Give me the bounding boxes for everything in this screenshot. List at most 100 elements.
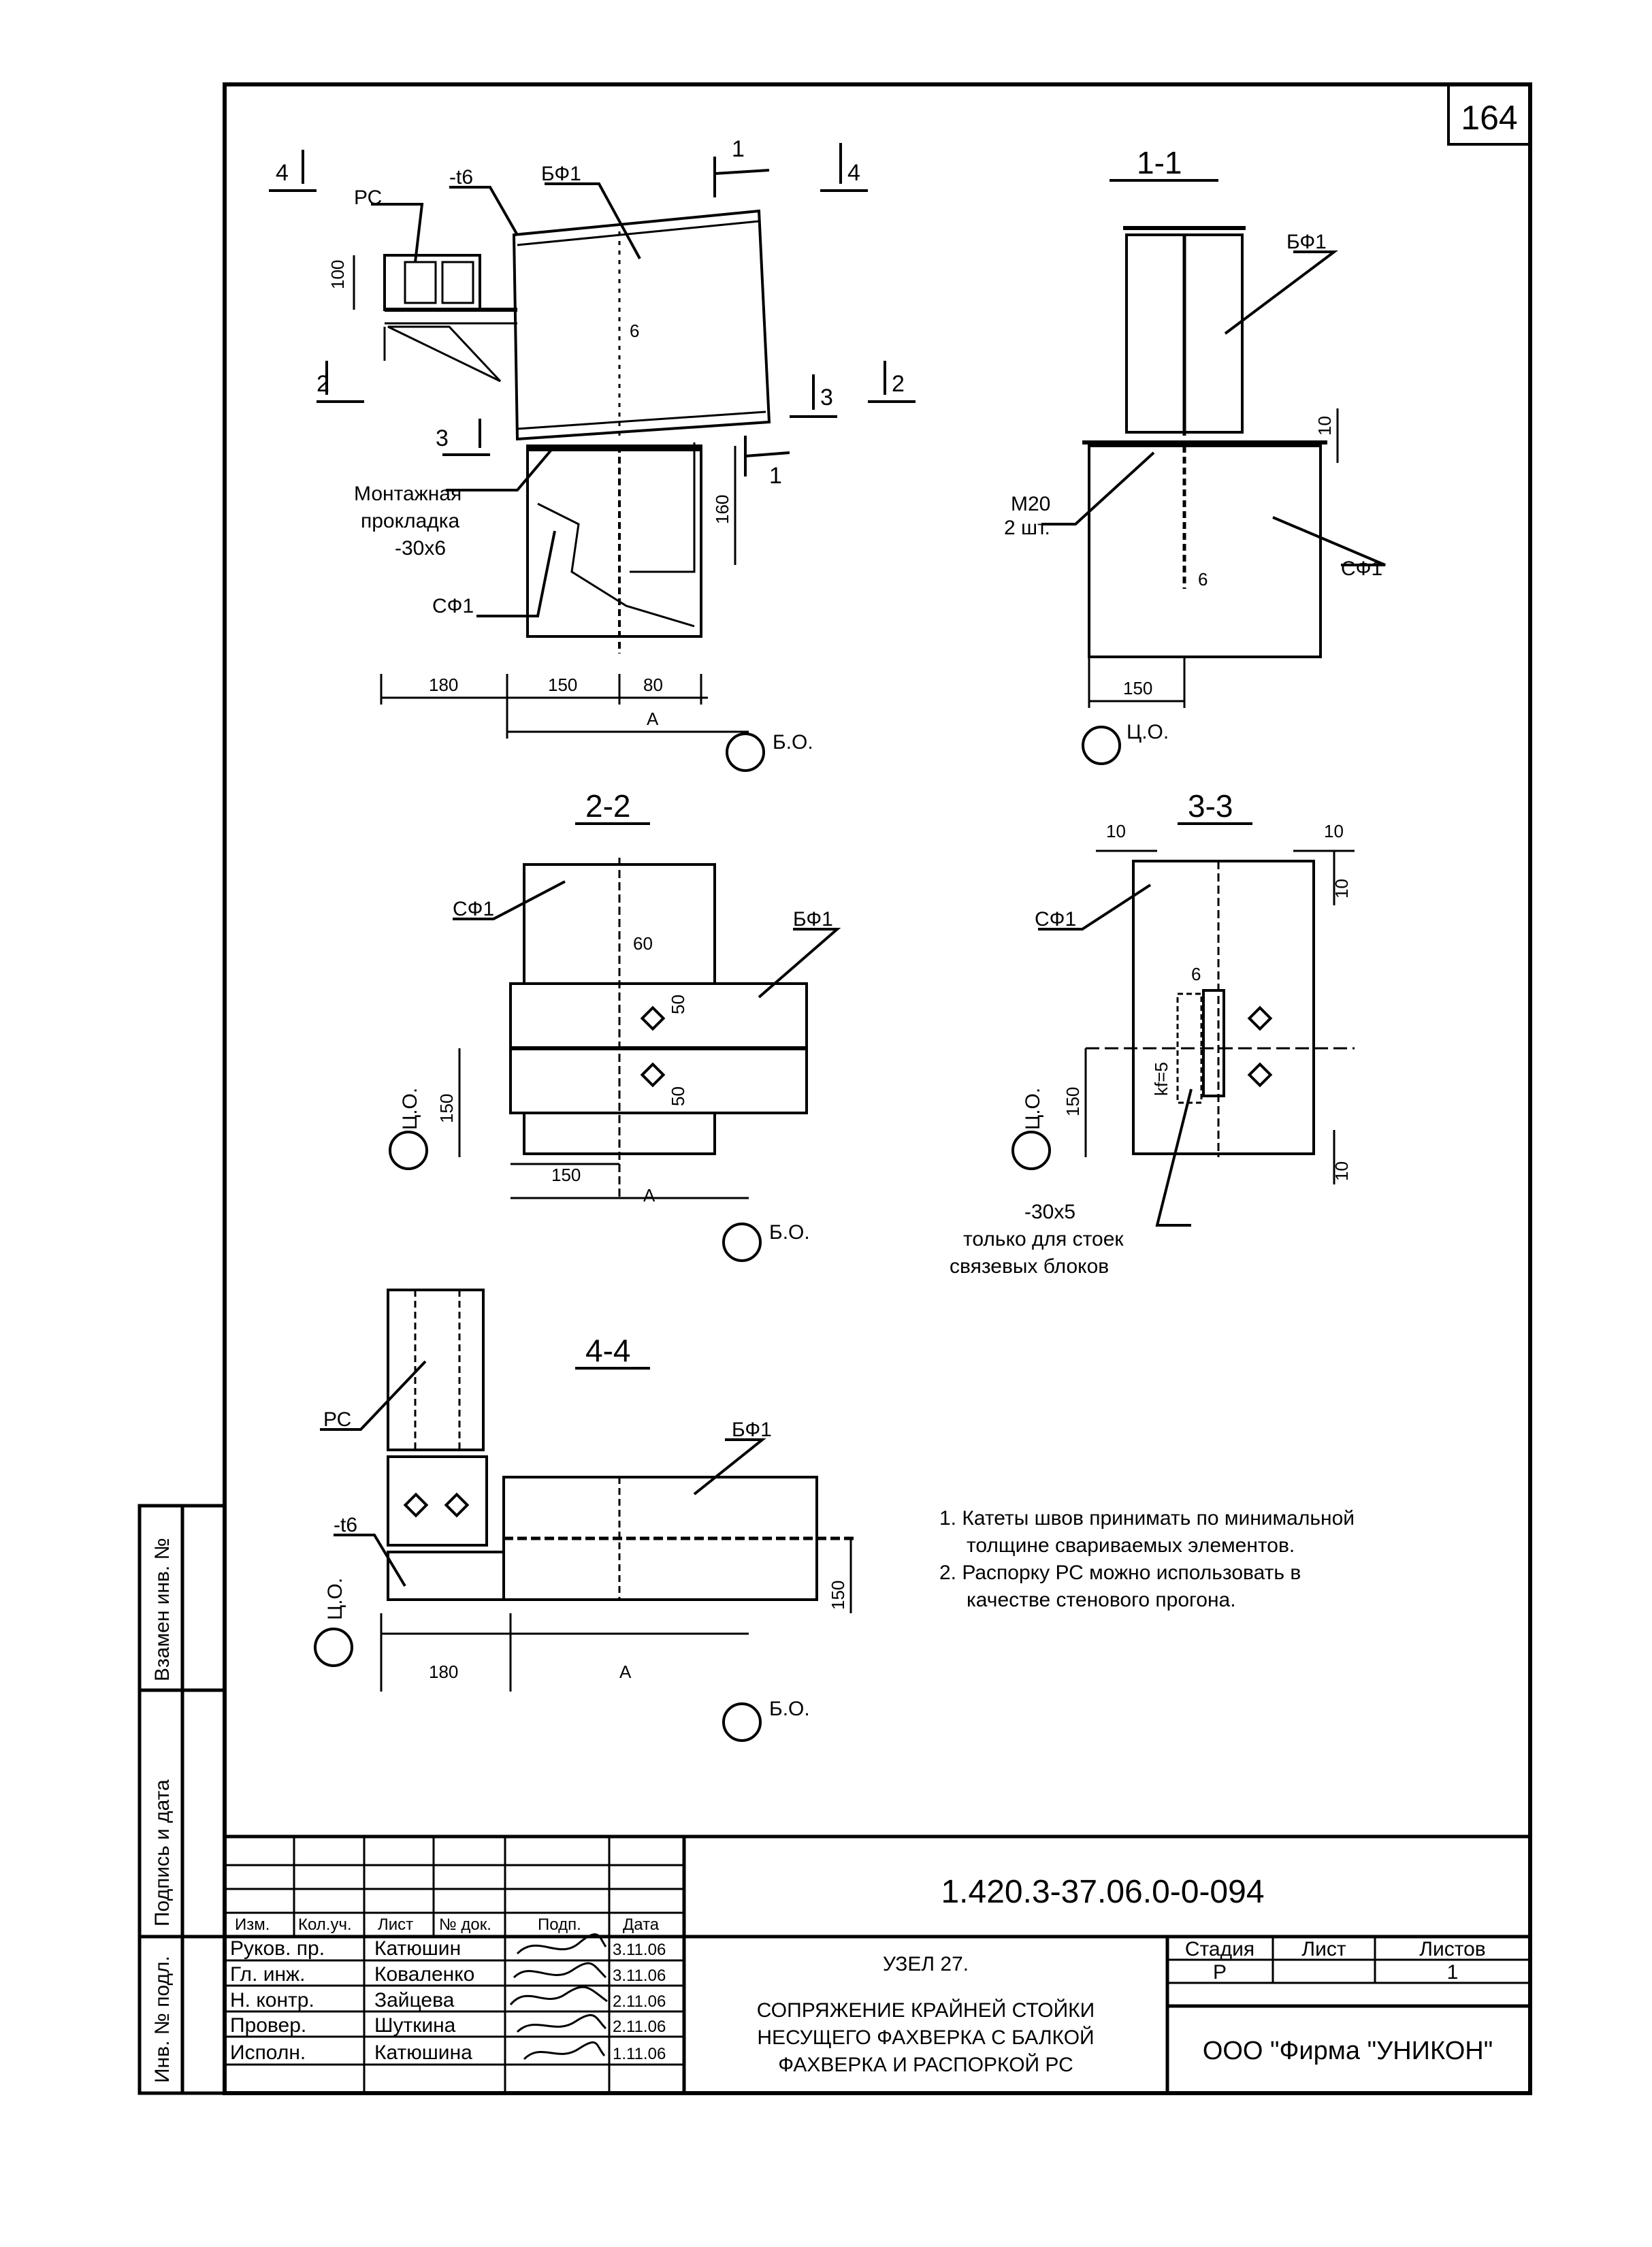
dim-150-1: 150	[548, 675, 577, 695]
label-co-4: Ц.О.	[324, 1578, 346, 1620]
montazh-3: -30х6	[395, 537, 446, 560]
bo-marker-1	[726, 732, 765, 772]
co-marker-1	[1082, 726, 1121, 765]
sheet-number: 164	[1461, 99, 1517, 137]
label-co-1: Ц.О.	[1127, 721, 1169, 743]
section-4-4	[320, 1289, 858, 1692]
label-co-3: Ц.О.	[1022, 1088, 1044, 1130]
label-bf1-1: БФ1	[541, 163, 581, 185]
montazh-2: прокладка	[361, 510, 460, 532]
sec-mark-2-right: 2	[892, 371, 905, 397]
dim-50-2: 50	[668, 1086, 688, 1106]
title-block-grid	[225, 1834, 1530, 2093]
signatures	[509, 1933, 608, 2060]
label-t6-2: -t6	[334, 1514, 357, 1536]
dim-150-2: 150	[1123, 678, 1152, 698]
dim-150-3: 150	[436, 1094, 457, 1123]
note-line-2: толщине свариваемых элементов.	[967, 1534, 1295, 1557]
stage-value: Р	[1213, 1961, 1227, 1984]
dim-10-1: 10	[1314, 416, 1335, 436]
sec-mark-4-right: 4	[847, 160, 860, 186]
dim-10-5: 10	[1331, 1161, 1352, 1181]
plate-note-2: связевых блоков	[950, 1255, 1109, 1278]
label-m20: М20	[1011, 493, 1050, 515]
dim-10-3: 10	[1324, 821, 1344, 841]
desc-line-1: СОПРЯЖЕНИЕ КРАЙНЕЙ СТОЙКИ	[757, 1999, 1095, 2022]
label-sf1-2: СФ1	[1341, 557, 1382, 580]
co-marker-4	[314, 1628, 353, 1667]
desc-line-3: ФАХВЕРКА И РАСПОРКОЙ РС	[778, 2053, 1073, 2076]
label-rs-2: РС	[323, 1408, 351, 1431]
dim-6-1: 6	[630, 321, 639, 341]
inner-frame	[223, 82, 1532, 2095]
dim-a-2: А	[643, 1185, 655, 1206]
note-line-1: 1. Катеты швов принимать по минимальной	[939, 1507, 1355, 1530]
sheets-value: 1	[1447, 1961, 1459, 1984]
section-3-3	[1038, 822, 1355, 1227]
tb-header-data: Дата	[623, 1915, 660, 1934]
montazh-1: Монтажная	[354, 483, 461, 505]
desc-line-2: НЕСУЩЕГО ФАХВЕРКА С БАЛКОЙ	[757, 2026, 1094, 2049]
tb-role-2: Гл. инж.	[230, 1963, 305, 1986]
dim-80: 80	[643, 675, 663, 695]
sec-mark-1-top: 1	[732, 136, 745, 162]
label-co-2: Ц.О.	[399, 1088, 421, 1130]
dim-6-3: 6	[1191, 964, 1201, 984]
label-bo-3: Б.О.	[769, 1698, 810, 1720]
dim-150-6: 150	[828, 1581, 848, 1610]
dim-180-1: 180	[429, 675, 458, 695]
label-sf1-1: СФ1	[432, 595, 474, 617]
tb-name-3: Зайцева	[374, 1989, 455, 2011]
co-marker-3	[1011, 1131, 1051, 1170]
dim-100: 100	[327, 260, 348, 289]
tb-date-1: 3.11.06	[613, 1941, 666, 1959]
tb-name-5: Катюшина	[374, 2041, 472, 2064]
drawing-code: 1.420.3-37.06.0-0-094	[941, 1874, 1264, 1910]
dim-160: 160	[712, 495, 732, 524]
dim-60: 60	[633, 933, 653, 954]
bo-marker-3	[722, 1702, 762, 1742]
tb-role-4: Провер.	[230, 2014, 306, 2037]
dim-10-4: 10	[1331, 879, 1352, 899]
dim-150-4: 150	[551, 1165, 581, 1185]
section-2-2	[453, 822, 841, 1199]
tb-date-4: 2.11.06	[613, 2018, 666, 2036]
label-sf1-4: СФ1	[1035, 908, 1076, 931]
section-title-2-2: 2-2	[585, 788, 630, 824]
dim-150-5: 150	[1063, 1087, 1083, 1116]
tb-role-5: Исполн.	[230, 2041, 306, 2064]
sheet-header: Лист	[1301, 1938, 1346, 1960]
side-stamp-inv: Инв. № подл.	[151, 1956, 174, 2083]
dim-a-1: А	[647, 709, 659, 729]
plate-note-1: только для стоек	[963, 1228, 1124, 1250]
label-kf5: kf=5	[1151, 1062, 1171, 1096]
note-line-3: 2. Распорку РС можно использовать в	[939, 1562, 1301, 1584]
tb-header-podp: Подп.	[538, 1915, 581, 1934]
section-title-1-1: 1-1	[1137, 145, 1182, 180]
tb-name-1: Катюшин	[374, 1937, 461, 1960]
dim-180-2: 180	[429, 1662, 458, 1682]
sec-mark-4-left: 4	[276, 160, 289, 186]
side-stamp-vzamen: Взамен инв. №	[151, 1538, 174, 1681]
stage-header: Стадия	[1185, 1938, 1254, 1960]
side-stamp	[137, 1504, 227, 2095]
side-stamp-podpis: Подпись и дата	[151, 1779, 174, 1926]
tb-header-izm: Изм.	[235, 1915, 270, 1934]
label-bo-1: Б.О.	[773, 731, 813, 754]
tb-header-list: Лист	[378, 1915, 413, 1934]
section-1-1	[1041, 179, 1386, 708]
tb-date-5: 1.11.06	[613, 2045, 666, 2063]
label-t6-1: -t6	[449, 166, 473, 189]
dim-10-2: 10	[1106, 821, 1126, 841]
main-elevation	[269, 143, 916, 739]
bo-marker-2	[722, 1223, 762, 1262]
sheet-number-box	[1447, 83, 1532, 146]
tb-date-3: 2.11.06	[613, 1992, 666, 2011]
section-title-3-3: 3-3	[1188, 788, 1233, 824]
note-line-4: качестве стенового прогона.	[967, 1589, 1236, 1611]
sec-mark-2-left: 2	[317, 371, 329, 397]
dim-a-3: А	[619, 1662, 632, 1682]
plate-30x5: -30х5	[1024, 1201, 1075, 1223]
company-name: ООО "Фирма "УНИКОН"	[1203, 2037, 1493, 2065]
